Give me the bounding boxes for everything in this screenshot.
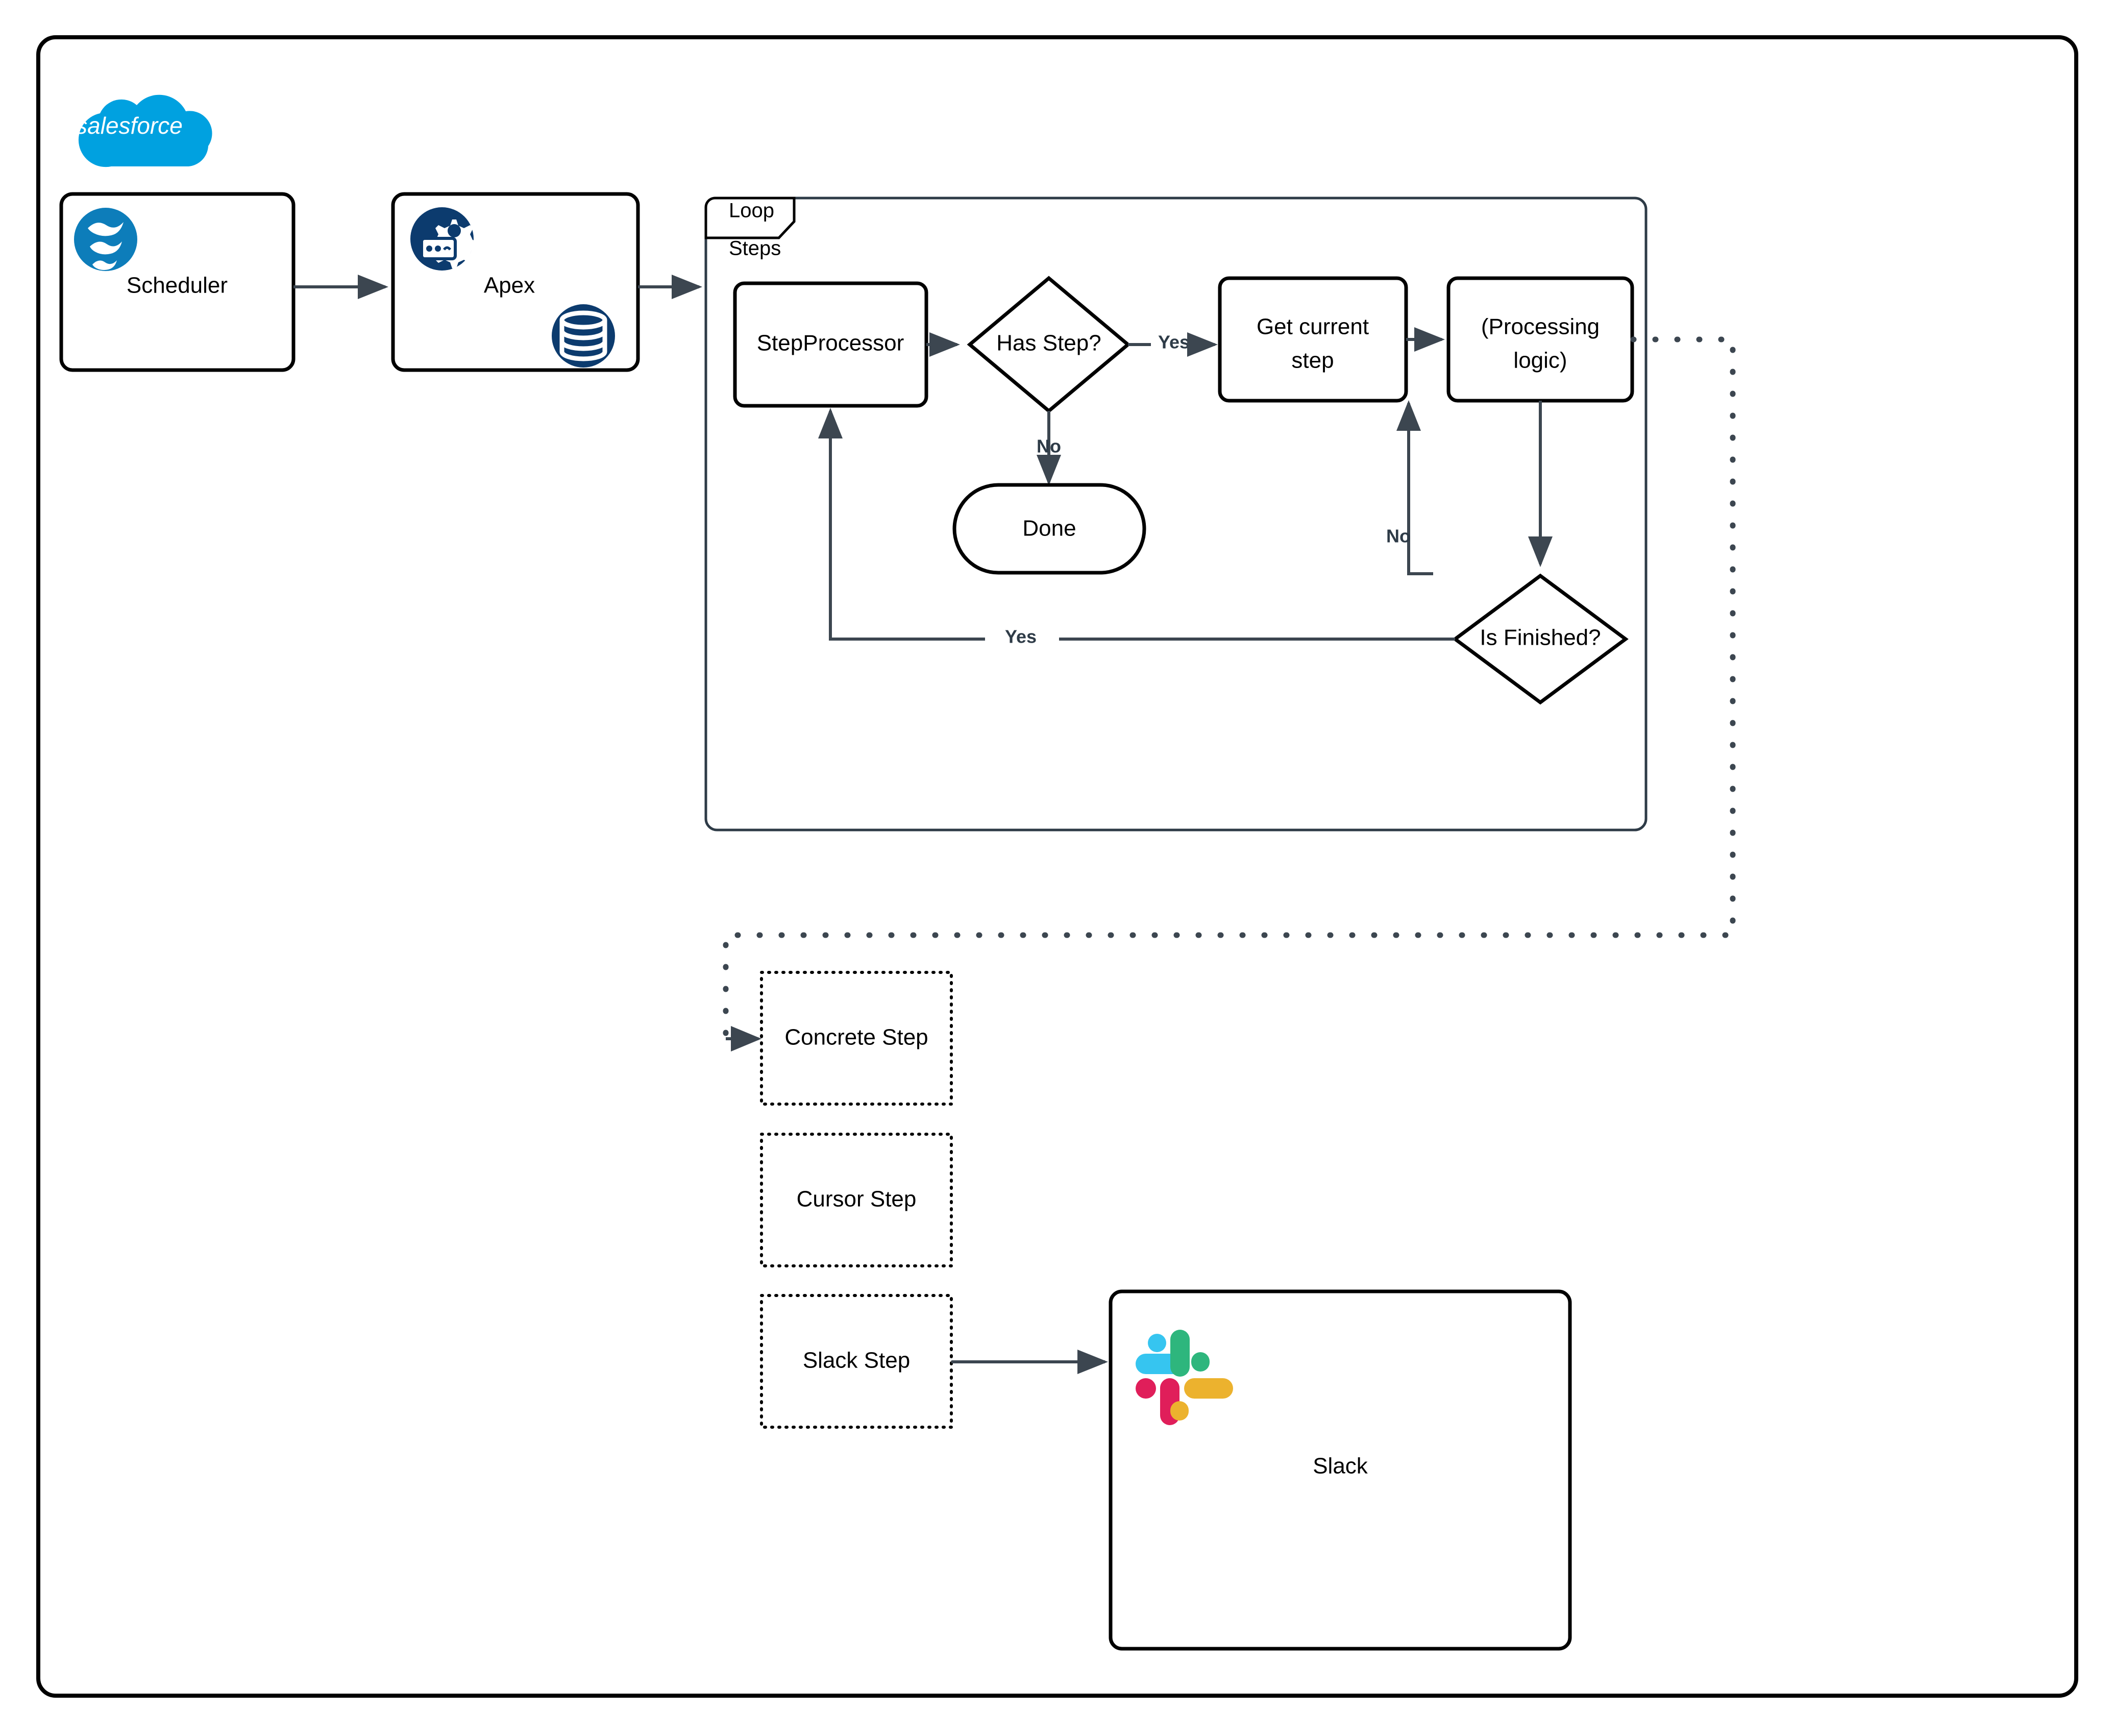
concrete-step-box[interactable] (760, 971, 953, 1106)
edge-label-yes-backing (985, 627, 1059, 651)
get-current-step-box[interactable] (1218, 276, 1408, 403)
get-current-step-label-line2: step (1291, 348, 1334, 373)
edge-label-hasstep-no: No (1037, 436, 1061, 457)
loop-tab (704, 197, 796, 239)
apex-label: Apex (484, 273, 535, 298)
get-current-step-label-line1: Get current (1257, 314, 1369, 339)
cursor-step-box[interactable] (760, 1133, 953, 1267)
edge-label-isfinished-yes-text: Yes (1005, 626, 1037, 647)
scheduler-waves-icon (74, 208, 137, 271)
slack-step-label: Slack Step (803, 1348, 910, 1373)
is-finished-diamond[interactable] (1452, 573, 1629, 705)
processing-logic-label-line2: logic) (1513, 348, 1567, 373)
slack-label: Slack (1313, 1454, 1368, 1479)
edge-isfinished-yes (818, 408, 1455, 641)
loop-steps-label: Steps (729, 237, 781, 260)
salesforce-logo-text: salesforce (76, 112, 183, 139)
has-step-label: Has Step? (996, 331, 1101, 356)
edge-isfinished-no (1396, 400, 1433, 575)
edge-processing-to-concrete-dotted (723, 336, 1736, 1042)
concrete-step-label: Concrete Step (784, 1025, 928, 1050)
step-processor-label: StepProcessor (757, 331, 904, 356)
scheduler-label: Scheduler (127, 273, 228, 298)
slack-logo-icon (1136, 1330, 1233, 1425)
loop-tab-label: Loop (729, 200, 774, 222)
is-finished-label: Is Finished? (1480, 625, 1601, 650)
edge-label-isfinished-no: No (1386, 526, 1411, 547)
cursor-step-label: Cursor Step (797, 1187, 917, 1212)
done-terminal[interactable] (952, 483, 1146, 575)
processing-logic-label-line1: (Processing (1481, 314, 1600, 339)
edge-label-hasstep-yes: Yes (1158, 332, 1190, 353)
database-cylinder-icon (552, 304, 615, 368)
gear-code-icon (410, 207, 479, 271)
processing-logic-box[interactable] (1446, 276, 1634, 403)
salesforce-logo-icon: salesforce (76, 94, 212, 167)
done-label: Done (1022, 516, 1076, 541)
edge-concrete-arrowhead (731, 1026, 761, 1052)
